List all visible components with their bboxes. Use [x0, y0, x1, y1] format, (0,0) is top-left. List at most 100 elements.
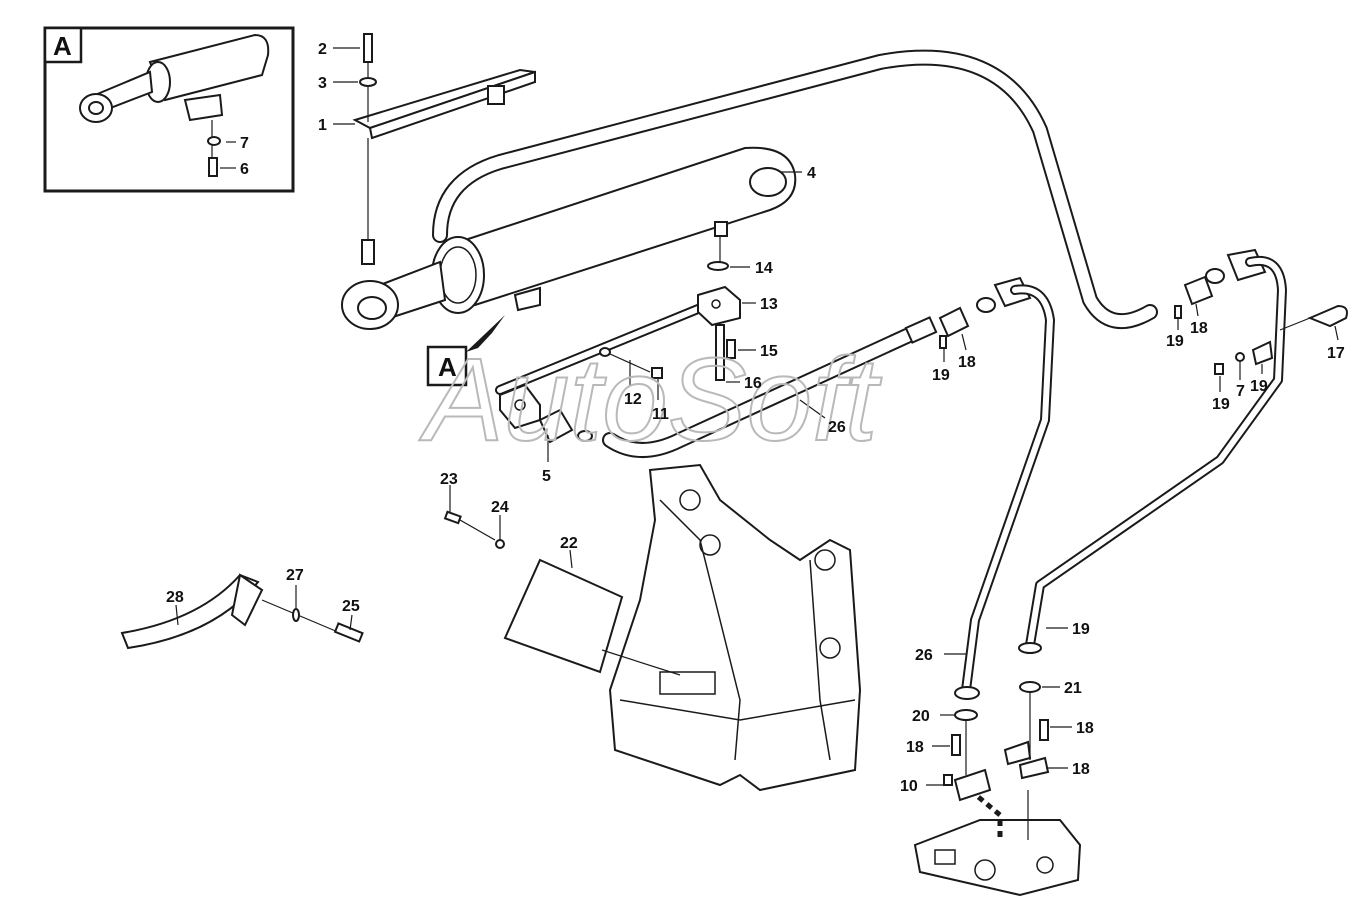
cylinder-end-eye — [749, 167, 787, 197]
dashed-route-a — [968, 788, 1003, 840]
callout-8: 11 — [652, 406, 669, 423]
callout-6: 6 — [240, 161, 249, 178]
callout-3: 3 — [318, 75, 327, 92]
callout-26-right: 21 — [1064, 680, 1082, 697]
washer-3 — [359, 77, 377, 87]
callout-14: 17 — [1327, 345, 1345, 362]
callout-27: 27 — [286, 567, 304, 584]
callout-7: 7 — [1236, 383, 1245, 400]
callout-19-c: 18 — [1076, 720, 1094, 737]
callout-26-left: 20 — [912, 708, 930, 725]
callout-22: 24 — [491, 499, 509, 516]
detail-cylinder-barrel — [148, 33, 270, 102]
callout-20: 22 — [560, 535, 578, 552]
view-arrow — [466, 315, 505, 352]
bracket-plate-assembly — [352, 33, 536, 245]
tube-25-end — [954, 686, 980, 700]
rod-eye-bore — [357, 296, 387, 320]
grab-handle-28 — [120, 573, 264, 650]
view-marker-a-label: A — [438, 352, 457, 382]
view-marker-a: A — [426, 315, 505, 387]
clamp-18e — [1003, 740, 1032, 766]
callout-9: 12 — [624, 391, 642, 408]
clamp-18d — [943, 774, 953, 786]
callout-19-a: 19 — [932, 367, 950, 384]
bolt-19c — [951, 734, 961, 756]
callout-18-b: 18 — [1190, 320, 1208, 337]
bracket-plate — [352, 68, 536, 130]
bolt-12 — [726, 339, 736, 359]
o-ring-b — [1205, 268, 1225, 284]
hydraulic-cylinder — [341, 146, 797, 330]
bolt-2 — [363, 33, 373, 63]
clip-15 — [1251, 340, 1274, 366]
detail-a-inset: A — [43, 26, 295, 193]
callout-18-a: 18 — [958, 354, 976, 371]
bolt-19d — [1039, 719, 1049, 741]
callout-7-detail: 7 — [240, 135, 249, 152]
bolt-21 — [443, 510, 462, 525]
bracket-plate-edge — [368, 70, 536, 140]
callout-1: 1 — [318, 117, 327, 134]
clamp-18c — [953, 768, 992, 802]
callout-10: 13 — [760, 296, 778, 313]
detail-washer — [207, 136, 221, 146]
flange-5 — [499, 383, 593, 444]
cylinder-port — [714, 221, 728, 237]
callout-23: 25 — [342, 598, 360, 615]
callout-5: 5 — [542, 468, 551, 485]
washer-27 — [292, 608, 300, 622]
decal-plate-20 — [503, 558, 681, 676]
washer-22 — [495, 539, 505, 549]
clamp-block-10 — [697, 285, 741, 327]
bolt-13 — [715, 324, 725, 381]
washer-7 — [1235, 352, 1245, 362]
detail-a-label: A — [53, 31, 72, 61]
clamp-18b — [1183, 275, 1214, 306]
u-clamp-14 — [1307, 304, 1348, 328]
control-valve — [913, 819, 1082, 897]
bolt-19b — [1174, 305, 1182, 319]
clamp-18f — [1018, 756, 1050, 780]
bolt-19a — [939, 335, 947, 349]
bolt-23 — [333, 622, 364, 643]
callout-numbers: 2 3 1 7 6 4 14 13 15 16 12 11 5 26 23 24… — [166, 41, 1345, 795]
o-ring-9 — [599, 347, 611, 357]
callout-21: 23 — [440, 471, 458, 488]
rod-grease-nipple — [361, 239, 375, 265]
hose-24-fitting — [904, 316, 938, 344]
detail-bolt — [208, 157, 218, 177]
cylinder-lug — [513, 286, 541, 312]
loader-frame — [608, 463, 862, 792]
callout-15: 19 — [1250, 378, 1268, 395]
callout-11: 14 — [755, 260, 773, 277]
callout-16: 19 — [1212, 396, 1230, 413]
callout-4: 4 — [807, 165, 816, 182]
plug-8 — [651, 367, 663, 379]
detail-rod-eye-bore — [88, 101, 104, 115]
cylinder-barrel — [448, 146, 797, 307]
callout-leaders — [175, 47, 1339, 786]
callout-18-d: 10 — [900, 778, 918, 795]
callout-13: 16 — [744, 375, 762, 392]
callout-19-b: 19 — [1166, 333, 1184, 350]
o-ring-a — [976, 297, 996, 313]
callout-28: 28 — [166, 589, 184, 606]
o-ring-11 — [707, 261, 729, 271]
detail-bracket — [183, 93, 224, 122]
callout-18-c: 18 — [1072, 761, 1090, 778]
callout-25: 26 — [915, 647, 933, 664]
callout-19-d: 18 — [906, 739, 924, 756]
callout-24: 26 — [828, 419, 846, 436]
tube-17-end — [1018, 642, 1042, 654]
bracket-clamp — [487, 85, 505, 105]
clamp-18a — [938, 306, 970, 338]
callout-12: 15 — [760, 343, 778, 360]
detail-a-tag — [43, 26, 83, 64]
tube-17 — [1025, 255, 1287, 650]
bolt-16 — [1214, 363, 1224, 375]
o-ring-26a — [954, 709, 978, 721]
callout-17: 19 — [1072, 621, 1090, 638]
callout-2: 2 — [318, 41, 327, 58]
